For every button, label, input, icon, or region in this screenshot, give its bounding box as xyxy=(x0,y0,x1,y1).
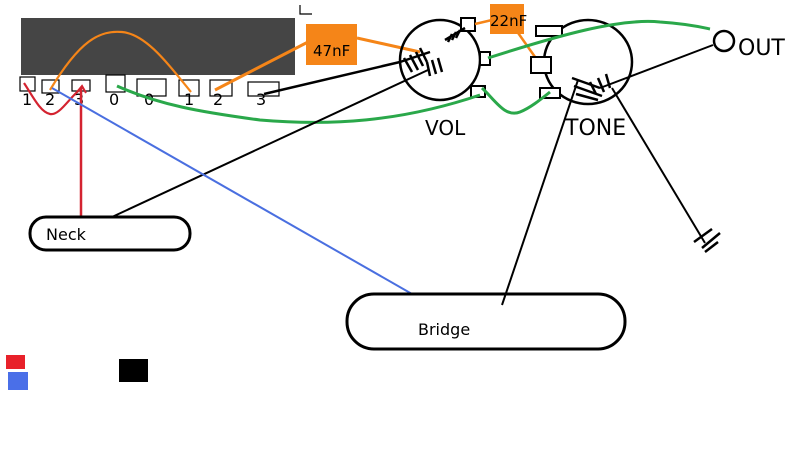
terminal-label-3: 3 xyxy=(74,90,84,109)
orange-wire-vol-to-22nf xyxy=(474,18,493,26)
capacitor-47nf-label: 47nF xyxy=(313,42,350,60)
bridge-pickup xyxy=(345,292,627,351)
orange-wire-47nf-to-vol xyxy=(356,36,421,54)
legend-swatch-red xyxy=(6,355,25,369)
ground-icon xyxy=(693,227,721,253)
terminal-label-6: 1 xyxy=(184,90,194,109)
terminal-6 xyxy=(178,79,200,97)
red-arrow-icon xyxy=(76,84,87,94)
terminal-5 xyxy=(136,78,167,97)
capacitor-22nf-label: 22nF xyxy=(490,12,527,30)
output-jack xyxy=(712,29,736,53)
output-label: OUT xyxy=(738,36,785,61)
legend-swatch-black xyxy=(119,359,148,382)
orange-wire-to-47nf xyxy=(214,40,309,92)
terminal-1 xyxy=(19,76,36,92)
switch-terminals xyxy=(19,74,280,97)
switch-body xyxy=(21,18,295,75)
black-wire-neck-to-vol xyxy=(111,69,429,218)
terminal-label-1: 1 xyxy=(22,90,32,109)
red-wire-jumper xyxy=(23,82,84,116)
volume-label: VOL xyxy=(425,116,466,140)
black-wire-bridge-to-tone xyxy=(501,79,579,306)
black-wire-tone-to-ground xyxy=(611,87,706,244)
bridge-pickup-label: Bridge xyxy=(418,320,470,339)
terminal-7 xyxy=(209,79,233,97)
terminal-label-2: 2 xyxy=(45,90,55,109)
capacitor-22nf xyxy=(490,4,524,34)
black-wire-tone-to-output xyxy=(599,44,714,89)
neck-pickup-label: Neck xyxy=(46,225,87,244)
terminal-8 xyxy=(247,81,280,97)
terminal-label-8: 3 xyxy=(256,90,266,109)
vol-ground-marks xyxy=(399,26,466,77)
tone-lug-top xyxy=(535,25,563,37)
green-wire-vol-to-output xyxy=(487,19,711,60)
terminal-2 xyxy=(41,79,60,94)
corner-mark xyxy=(299,5,312,15)
terminal-label-7: 2 xyxy=(213,90,223,109)
green-wire-switch-to-vol xyxy=(116,84,481,124)
terminal-label-4: 0 xyxy=(109,90,119,109)
terminal-4 xyxy=(105,74,126,93)
blue-wire-bridge xyxy=(51,87,413,295)
tone-lug-mid xyxy=(530,56,552,74)
green-wire-vol-to-tone xyxy=(480,86,551,115)
legend-swatch-blue xyxy=(8,372,28,390)
capacitor-47nf xyxy=(306,24,357,65)
tone-ground-marks xyxy=(571,73,612,102)
neck-pickup xyxy=(28,215,192,252)
tone-label: TONE xyxy=(564,116,626,141)
orange-jumper-wire xyxy=(49,30,192,93)
black-wire-switch-to-vol xyxy=(263,60,401,96)
